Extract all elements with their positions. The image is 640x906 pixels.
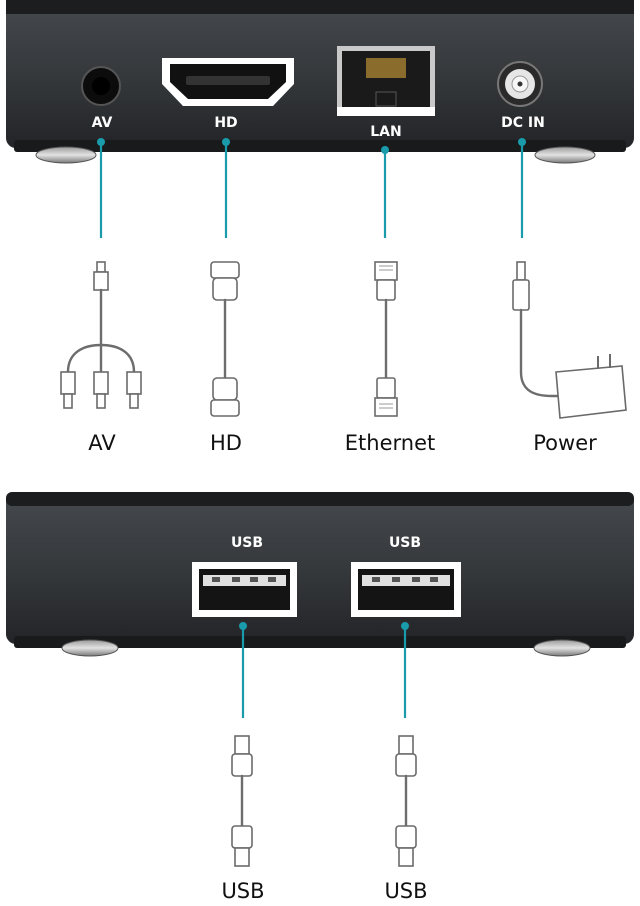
cable-label-power: Power: [533, 431, 597, 455]
cable-label-usb-1: USB: [221, 879, 264, 903]
dc-power-port-icon: [497, 61, 543, 107]
usb-cable-icon: [395, 735, 417, 867]
usb-port-icon: [351, 562, 461, 617]
device-top-shadow: [6, 0, 634, 14]
device-body: [6, 492, 634, 644]
device-side-panel: USB USB: [6, 492, 634, 657]
leader-lines-bottom: [239, 622, 409, 718]
device-top-shadow: [6, 492, 634, 506]
ethernet-cable-icon: [374, 261, 398, 417]
port-label-usb-2: USB: [389, 535, 421, 551]
port-label-usb-1: USB: [231, 535, 263, 551]
port-label-hd: HD: [214, 115, 237, 131]
power-adapter-icon: [512, 261, 627, 419]
device-body: [6, 0, 634, 148]
cable-label-hd: HD: [210, 431, 242, 455]
device-rear-panel: AV HD LAN DC IN: [6, 0, 634, 164]
device-foot-left: [61, 639, 119, 657]
leader-lines-top: [97, 138, 526, 238]
port-label-lan: LAN: [370, 124, 401, 140]
cable-label-ethernet: Ethernet: [345, 431, 435, 455]
device-base-strip: [14, 140, 626, 152]
port-label-av: AV: [92, 115, 113, 131]
cable-label-av: AV: [88, 431, 116, 455]
device-foot-right: [533, 639, 591, 657]
device-foot-left: [35, 146, 97, 164]
hdmi-port-icon: [162, 58, 294, 106]
device-foot-right: [534, 146, 596, 164]
cable-label-usb-2: USB: [384, 879, 427, 903]
device-base-strip: [14, 636, 626, 648]
av-cable-icon: [60, 261, 142, 409]
ethernet-port-icon: [337, 46, 435, 116]
usb-cable-icon: [231, 735, 253, 867]
usb-port-icon: [192, 562, 297, 617]
av-jack-icon: [81, 66, 121, 106]
hdmi-cable-icon: [210, 261, 240, 417]
port-label-dc-in: DC IN: [501, 115, 545, 131]
